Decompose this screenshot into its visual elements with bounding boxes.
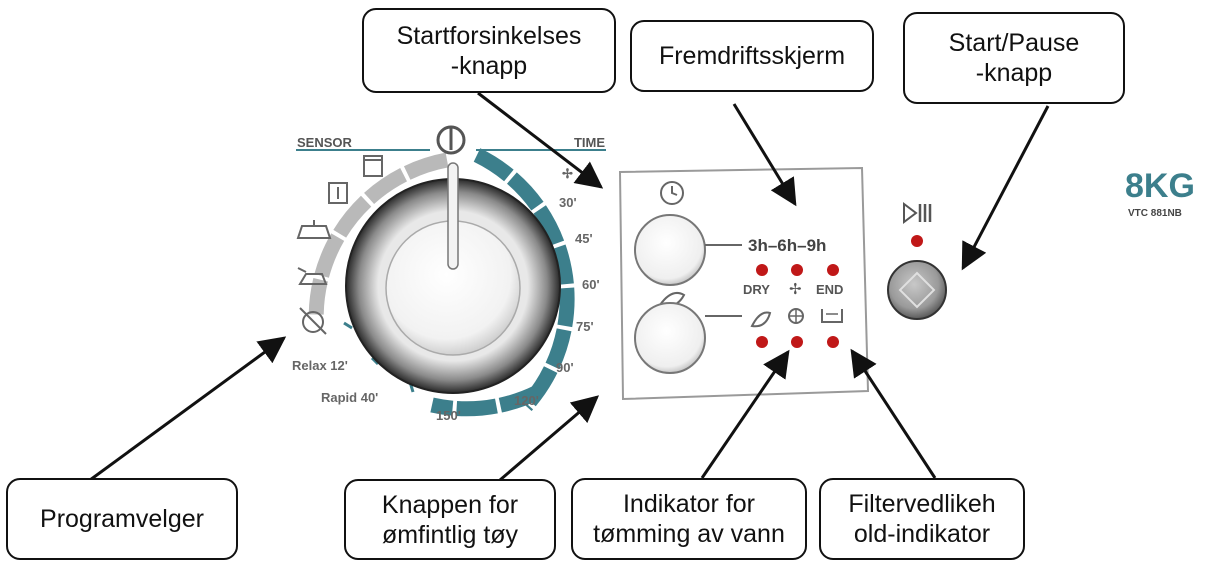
start-delay-button[interactable] — [634, 214, 706, 286]
globe-icon — [788, 308, 804, 324]
arrow-progress-display — [732, 103, 797, 207]
arrow-filter — [850, 348, 937, 479]
arrow-start-delay — [477, 91, 604, 189]
time-mark-75: 75' — [576, 319, 594, 334]
iron-icon — [297, 267, 328, 285]
rapid-label: Rapid 40' — [321, 390, 378, 405]
program-knob-pointer — [447, 162, 459, 270]
time-mark-120: 120' — [514, 393, 539, 408]
led-6h — [791, 264, 803, 276]
callout-drain-line-1: Indikator for — [622, 490, 755, 518]
arrow-program-selector — [89, 336, 287, 482]
callout-start-delay-line-2: -knapp — [450, 51, 528, 80]
time-mark-fan: ✢ — [562, 166, 573, 181]
led-drain — [791, 336, 803, 348]
dry-label: DRY — [743, 282, 770, 297]
time-mark-45: 45' — [575, 231, 593, 246]
callout-start-pause-line-1: Start/Pause — [948, 29, 1080, 57]
wool-icon — [299, 307, 327, 335]
callout-progress-display: Fremdriftsskjerm — [630, 20, 874, 92]
callout-start-delay: Startforsinkelses -knapp — [362, 8, 616, 93]
callout-start-pause: Start/Pause -knapp — [903, 12, 1125, 104]
callout-program-selector-line-1: Programvelger — [40, 505, 204, 533]
filter-icon — [821, 309, 843, 323]
relax-label: Relax 12' — [292, 358, 348, 373]
callout-delicate-line-1: Knappen for — [381, 490, 519, 519]
arrow-start-pause — [961, 105, 1050, 271]
cupboard-icon — [328, 182, 348, 204]
led-filter — [827, 336, 839, 348]
arrow-delicate — [499, 395, 600, 482]
arrow-drain — [700, 349, 790, 479]
callout-start-delay-line-1: Startforsinkelses — [396, 21, 582, 50]
shirt-icon — [363, 155, 383, 177]
time-options: 3h–6h–9h — [748, 236, 826, 255]
callout-progress-display-line-1: Fremdriftsskjerm — [658, 42, 846, 70]
start-pause-button[interactable] — [887, 260, 947, 320]
delicate-button[interactable] — [634, 302, 706, 374]
led-3h — [756, 264, 768, 276]
time-mark-60: 60' — [582, 277, 600, 292]
relax-tick — [343, 321, 353, 330]
callout-drain: Indikator for tømming av vann — [571, 478, 807, 560]
callout-program-selector: Programvelger — [6, 478, 238, 560]
callout-drain-line-2: tømming av vann — [593, 520, 785, 548]
time-mark-30: 30' — [559, 195, 577, 210]
timer-icon — [660, 181, 684, 205]
rapid-tick-1 — [370, 356, 380, 366]
time-arc — [473, 148, 575, 412]
led-delicate — [756, 336, 768, 348]
power-icon — [436, 125, 466, 155]
start-pause-control — [887, 202, 947, 320]
led-start-pause — [911, 235, 923, 247]
sensor-arc — [308, 152, 449, 315]
time-mark-90: 90' — [556, 360, 574, 375]
callout-filter-line-2: old-indikator — [853, 520, 991, 548]
hanger-icon — [296, 220, 332, 239]
callout-filter: Filtervedlikeh old-indikator — [819, 478, 1025, 560]
time-label: TIME — [574, 135, 605, 150]
end-label: END — [816, 282, 843, 297]
fan-icon: ✢ — [789, 281, 802, 298]
control-display-panel: 3h–6h–9h DRY ✢ END — [618, 166, 870, 401]
model-label: VTC 881NB — [1128, 208, 1182, 219]
led-9h — [827, 264, 839, 276]
sensor-label: SENSOR — [297, 135, 353, 150]
callout-delicate-line-2: ømfintlig tøy — [381, 520, 519, 549]
capacity-label: 8KG — [1125, 167, 1195, 205]
callout-start-pause-line-2: -knapp — [975, 59, 1053, 87]
time-arc-bottom — [430, 385, 542, 417]
svg-text:✢: ✢ — [789, 281, 802, 298]
program-selector-dial: SENSOR TIME ✢ 30' 45' 60' 75' 90' 120' 1… — [292, 125, 606, 423]
callout-delicate: Knappen for ømfintlig tøy — [344, 479, 556, 560]
play-pause-icon — [903, 202, 932, 224]
leaf-icon — [750, 311, 772, 328]
callout-filter-line-1: Filtervedlikeh — [848, 490, 996, 518]
brand-block: 8KG VTC 881NB — [1125, 167, 1195, 219]
time-mark-150: 150' — [436, 408, 461, 423]
